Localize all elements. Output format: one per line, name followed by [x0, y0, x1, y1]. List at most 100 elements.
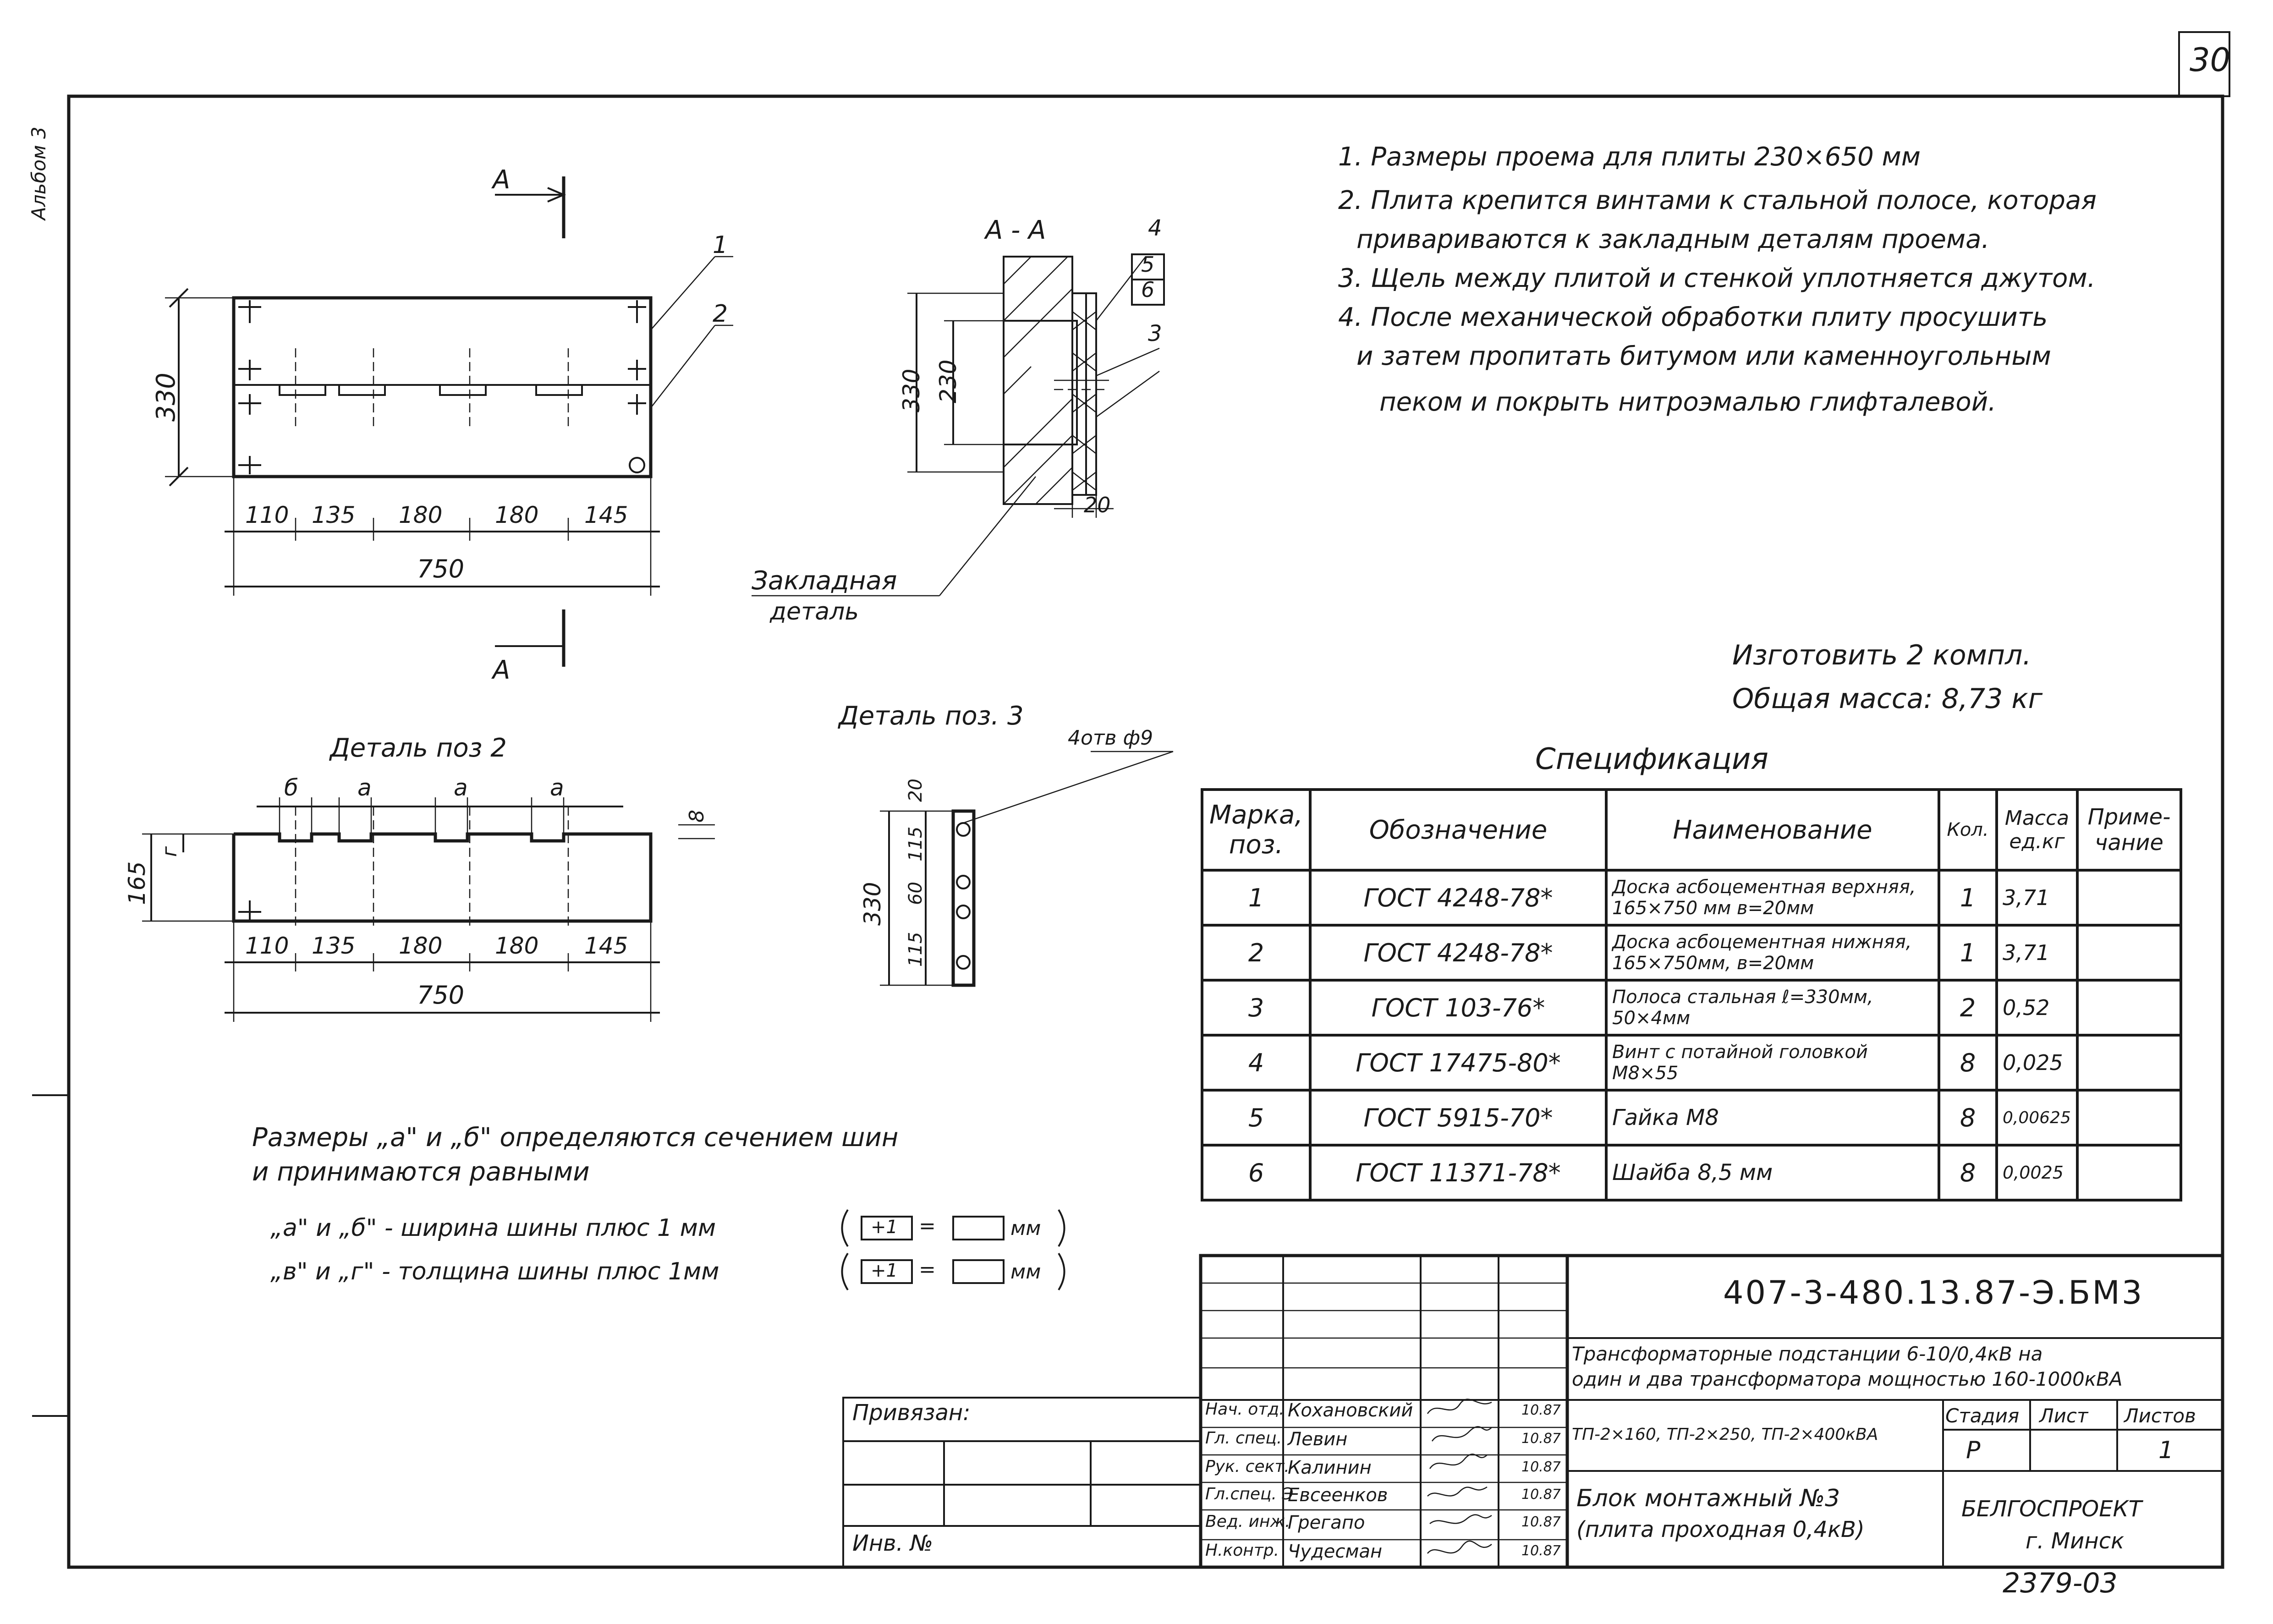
section-dim-330: 330 — [898, 368, 925, 412]
spec-name: Гайка М8 — [1605, 1089, 1940, 1147]
sig-role: Рук. сект. — [1205, 1457, 1290, 1476]
spec-name: Доска асбоцементная верхняя, 165×750 мм … — [1605, 869, 1940, 927]
spec-mass: 3,71 — [1995, 924, 2079, 982]
spec-qty: 2 — [1938, 979, 1998, 1037]
doc-code: 407-3-480.13.87-Э.БМ3 — [1723, 1274, 2144, 1311]
sig-date: 10.87 — [1521, 1431, 1561, 1447]
sheets-total: 1 — [2158, 1437, 2174, 1464]
spec-table: Марка, поз. Обозначение Наименование Кол… — [1201, 788, 2182, 1202]
remark-plus-2: +1 — [871, 1260, 898, 1281]
embedded-label-1: Закладная — [752, 566, 897, 596]
sig-name: Грегапо — [1288, 1512, 1365, 1533]
detail3-dim-115b: 115 — [905, 932, 926, 967]
remark-equals-2: = — [919, 1258, 936, 1281]
spec-qty: 8 — [1938, 1089, 1998, 1147]
spec-name: Доска асбоцементная нижняя, 165×750мм, в… — [1605, 924, 1940, 982]
section-dim-20: 20 — [1084, 493, 1111, 517]
detail2-view — [142, 797, 715, 1022]
section-mark-top: А — [493, 165, 511, 195]
sig-name: Левин — [1288, 1429, 1348, 1450]
plan-dim-3: 180 — [399, 502, 443, 528]
spec-designation: ГОСТ 11371-78* — [1309, 1144, 1608, 1202]
spec-pos: 4 — [1201, 1034, 1312, 1092]
section-callout-6: 6 — [1141, 277, 1155, 302]
spec-name: Шайба 8,5 мм — [1605, 1144, 1940, 1202]
note-4-cont2: пеком и покрыть нитроэмалью глифталевой. — [1379, 387, 1996, 417]
inventory-label: Инв. № — [852, 1531, 933, 1556]
sig-date: 10.87 — [1521, 1543, 1561, 1559]
spec-row: 4 ГОСТ 17475-80* Винт с потайной головко… — [1201, 1034, 2182, 1092]
sheet-number-box — [2178, 31, 2230, 97]
note-2-cont: привариваются к закладным деталям проема… — [1356, 225, 1990, 254]
sig-date: 10.87 — [1521, 1402, 1561, 1418]
note-4: 4. После механической обработки плиту пр… — [1338, 302, 2048, 332]
section-callout-4: 4 — [1148, 215, 1162, 241]
plan-dim-4: 180 — [495, 502, 539, 528]
spec-note — [2076, 869, 2182, 927]
callout-2: 2 — [713, 300, 728, 328]
spec-pos: 6 — [1201, 1144, 1312, 1202]
callout-1: 1 — [713, 231, 728, 259]
detail2-height-dim: 165 — [124, 861, 150, 905]
spec-designation: ГОСТ 4248-78* — [1309, 924, 1608, 982]
spec-qty: 8 — [1938, 1144, 1998, 1202]
spec-header-pos: Марка, поз. — [1201, 788, 1312, 872]
spec-header-row: Марка, поз. Обозначение Наименование Кол… — [1201, 788, 2182, 872]
detail2-side-right: 8 — [685, 810, 708, 823]
spec-designation: ГОСТ 4248-78* — [1309, 869, 1608, 927]
sig-date: 10.87 — [1521, 1514, 1561, 1530]
spec-pos: 1 — [1201, 869, 1312, 927]
organization-2: г. Минск — [2026, 1528, 2125, 1554]
detail3-dim-115a: 115 — [905, 826, 926, 861]
detail2-label-a2: а — [454, 774, 468, 801]
remark-unit-2: мм — [1010, 1260, 1041, 1284]
spec-pos: 2 — [1201, 924, 1312, 982]
section-callout-5: 5 — [1141, 252, 1155, 277]
detail3-holes: 4отв ф9 — [1068, 726, 1153, 750]
sig-name: Кохановский — [1288, 1400, 1413, 1421]
detail3-height-dim: 330 — [859, 882, 886, 926]
album-label: Альбом 3 — [27, 126, 50, 220]
plan-view — [165, 176, 733, 667]
stage-value: Р — [1966, 1437, 1981, 1464]
section-view — [752, 253, 1165, 597]
spec-qty: 8 — [1938, 1034, 1998, 1092]
spec-designation: ГОСТ 103-76* — [1309, 979, 1608, 1037]
sheet-number: 30 — [2190, 41, 2231, 79]
mass-label: Общая масса: 8,73 кг — [1732, 683, 2043, 715]
sheet-title-1: Блок монтажный №3 — [1576, 1485, 1840, 1512]
plan-height-dim: 330 — [151, 373, 181, 422]
spec-qty: 1 — [1938, 924, 1998, 982]
binding-label: Привязан: — [852, 1400, 971, 1426]
detail2-side-small: г — [158, 846, 181, 857]
sig-role: Гл.спец. Э — [1205, 1485, 1294, 1503]
archive-number: 2379-03 — [2003, 1567, 2118, 1599]
spec-mass: 0,52 — [1995, 979, 2079, 1037]
spec-qty: 1 — [1938, 869, 1998, 927]
detail3-title: Деталь поз. 3 — [839, 701, 1024, 731]
sig-name: Калинин — [1288, 1457, 1372, 1478]
detail2-dim-1: 110 — [245, 933, 289, 959]
title-block-frame — [842, 1254, 2224, 1569]
note-2: 2. Плита крепится винтами к стальной пол… — [1338, 186, 2097, 215]
sig-role: Гл. спец. — [1205, 1429, 1282, 1448]
sig-role: Вед. инж. — [1205, 1512, 1290, 1531]
detail2-dim-2: 135 — [312, 933, 356, 959]
sig-date: 10.87 — [1521, 1487, 1561, 1503]
spec-header-note: Приме-чание — [2076, 788, 2182, 872]
spec-note — [2076, 924, 2182, 982]
sheets-header: Листов — [2124, 1405, 2196, 1427]
section-callout-3: 3 — [1148, 321, 1162, 346]
spec-name: Полоса стальная ℓ=330мм, 50×4мм — [1605, 979, 1940, 1037]
spec-note — [2076, 979, 2182, 1037]
spec-mass: 0,0025 — [1995, 1144, 2079, 1202]
remark-line-4: „в" и „г" - толщина шины плюс 1мм — [270, 1258, 719, 1285]
plan-dim-5: 145 — [584, 502, 628, 528]
section-mark-bottom: А — [493, 655, 511, 685]
embedded-label-2: деталь — [770, 598, 859, 625]
detail2-title: Деталь поз 2 — [330, 733, 507, 763]
spec-header-qty: Кол. — [1938, 788, 1998, 872]
note-1: 1. Размеры проема для плиты 230×650 мм — [1338, 142, 1921, 172]
section-dim-230: 230 — [935, 359, 961, 403]
